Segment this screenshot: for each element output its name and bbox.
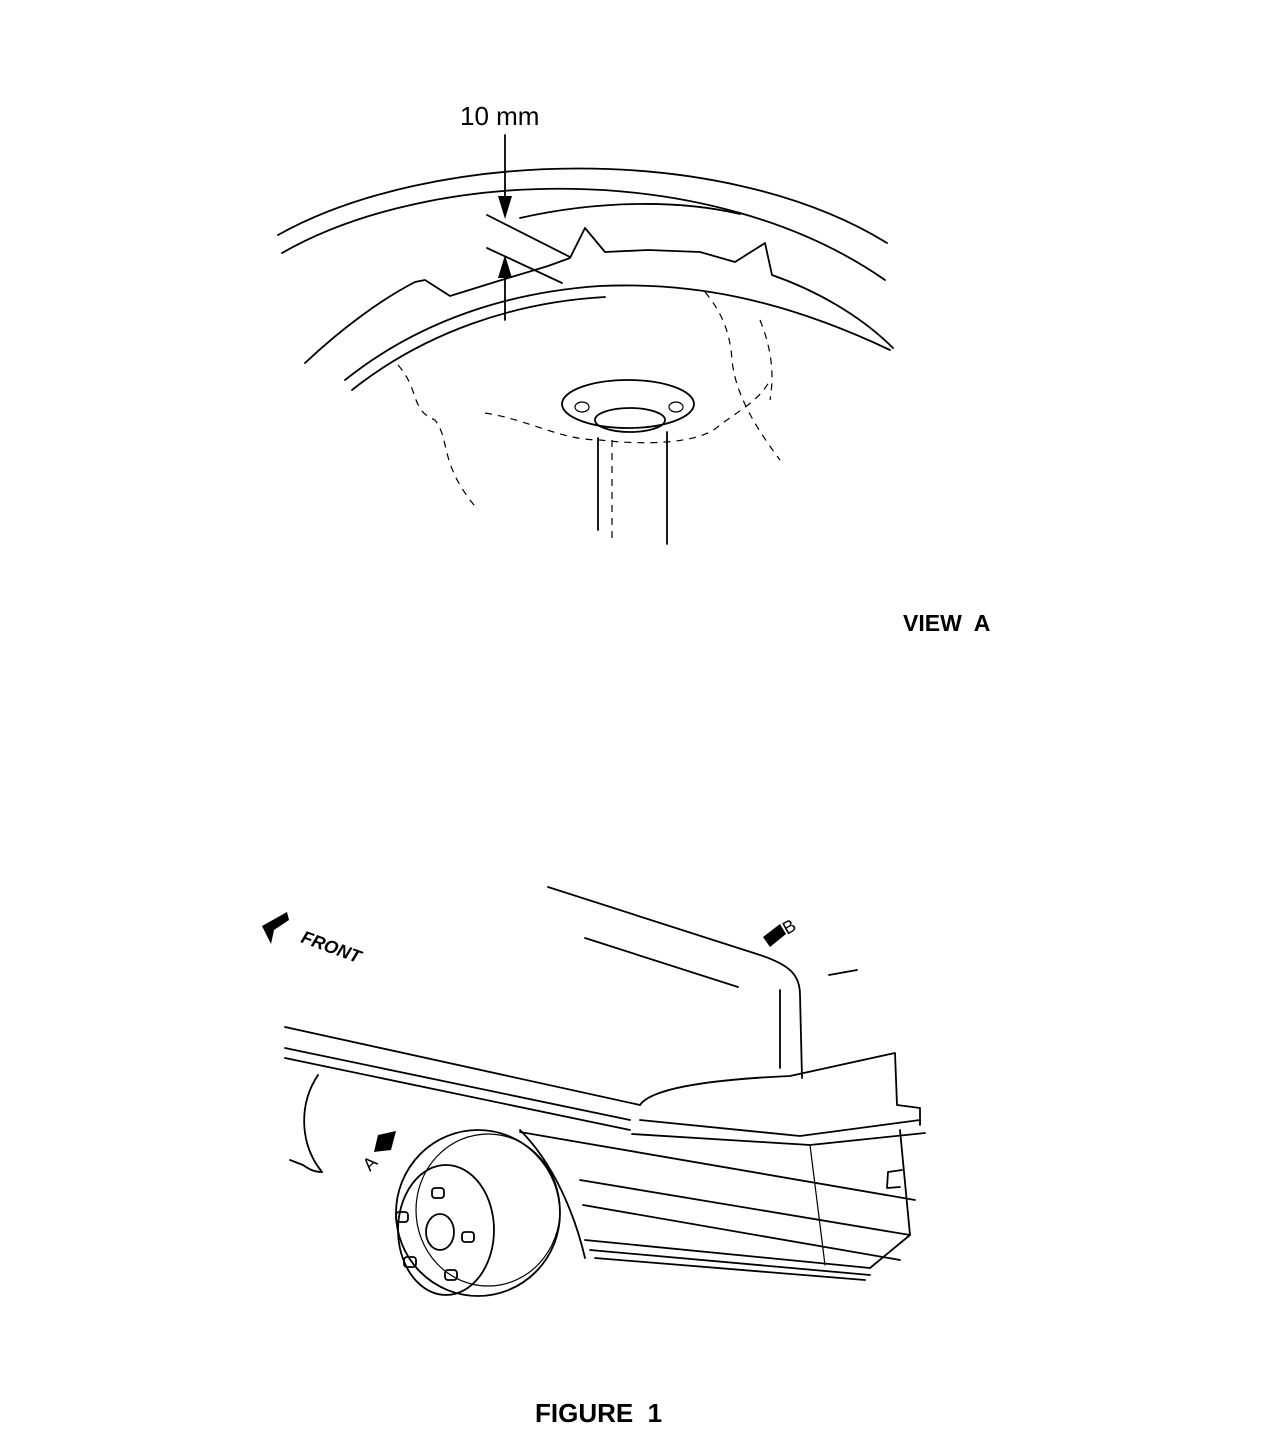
wheel-stud (403, 1256, 417, 1268)
figure-caption: FIGURE 1 (535, 1398, 662, 1428)
arrow-a (374, 1131, 396, 1152)
wheel-opening-arch (519, 1129, 586, 1259)
dimension-extension-lower (486, 247, 563, 284)
strut-mount-plate (561, 379, 695, 429)
fender-outer-arc (277, 167, 888, 244)
vehicle-quarter-view: FRONT B A (262, 886, 926, 1297)
rear-corner-vertical (809, 1144, 826, 1266)
lower-body-line-2 (582, 1204, 901, 1261)
front-direction-arrow (262, 912, 289, 944)
rear-deck-outline (639, 1052, 921, 1126)
rocker-bottom-3 (594, 1257, 866, 1281)
dimension-arrow-down-head (498, 196, 512, 219)
wheel-stud (444, 1269, 458, 1281)
front-label: FRONT (299, 927, 366, 968)
view-a-label: VIEW A (903, 610, 990, 636)
hidden-outline-right-1 (704, 291, 781, 461)
wheel-stud (395, 1211, 409, 1223)
liner-top-line (519, 203, 741, 219)
hidden-outline-left (397, 364, 479, 511)
dimension-label: 10 mm (460, 101, 539, 131)
roof-edge-line (828, 969, 858, 976)
front-wheel-opening (303, 1074, 323, 1173)
hidden-outline-center (484, 379, 771, 444)
strut-top-boss (594, 407, 666, 433)
deck-lid-line (584, 937, 739, 988)
liner-inner-edge-2 (351, 296, 606, 391)
view-a-detail: 10 mm VIEW A (277, 101, 990, 636)
brake-drum-ring (415, 1133, 561, 1287)
liner-inner-edge-1 (344, 284, 891, 381)
fender-second-arc (281, 187, 886, 281)
rear-window-edge (547, 886, 803, 1079)
strut-mount-hole-right (668, 401, 684, 413)
rocker-bottom-1 (584, 1239, 871, 1269)
lower-body-line-1 (579, 1179, 911, 1236)
body-belt-line-2 (284, 1057, 631, 1131)
liner-edge-with-tabs (304, 227, 894, 364)
dimension-extension-upper (486, 214, 571, 258)
rocker-bottom-2 (589, 1249, 871, 1276)
hub-center-bore (425, 1213, 455, 1251)
wheel-studs (395, 1187, 475, 1281)
arrow-a-label: A (359, 1152, 382, 1175)
body-top-line (284, 1026, 641, 1106)
rear-bumper-edge (869, 1129, 911, 1269)
strut-mount-hole-left (574, 401, 590, 413)
tail-lamp-top (639, 1119, 921, 1137)
dimension-arrow-up-head (498, 255, 512, 278)
wheel-stud (431, 1187, 445, 1199)
wheel-stud (461, 1231, 475, 1243)
body-belt-line-3 (519, 1131, 916, 1201)
hidden-outline-right-2 (759, 319, 773, 401)
body-belt-line-1 (284, 1047, 631, 1121)
brake-drum-outer (395, 1129, 561, 1297)
rear-lamp-slot (886, 1169, 903, 1189)
tail-lamp-bottom (631, 1132, 926, 1146)
hub-face (397, 1164, 495, 1296)
arrow-b (763, 924, 786, 947)
front-wheel-opening-inner (289, 1159, 323, 1173)
